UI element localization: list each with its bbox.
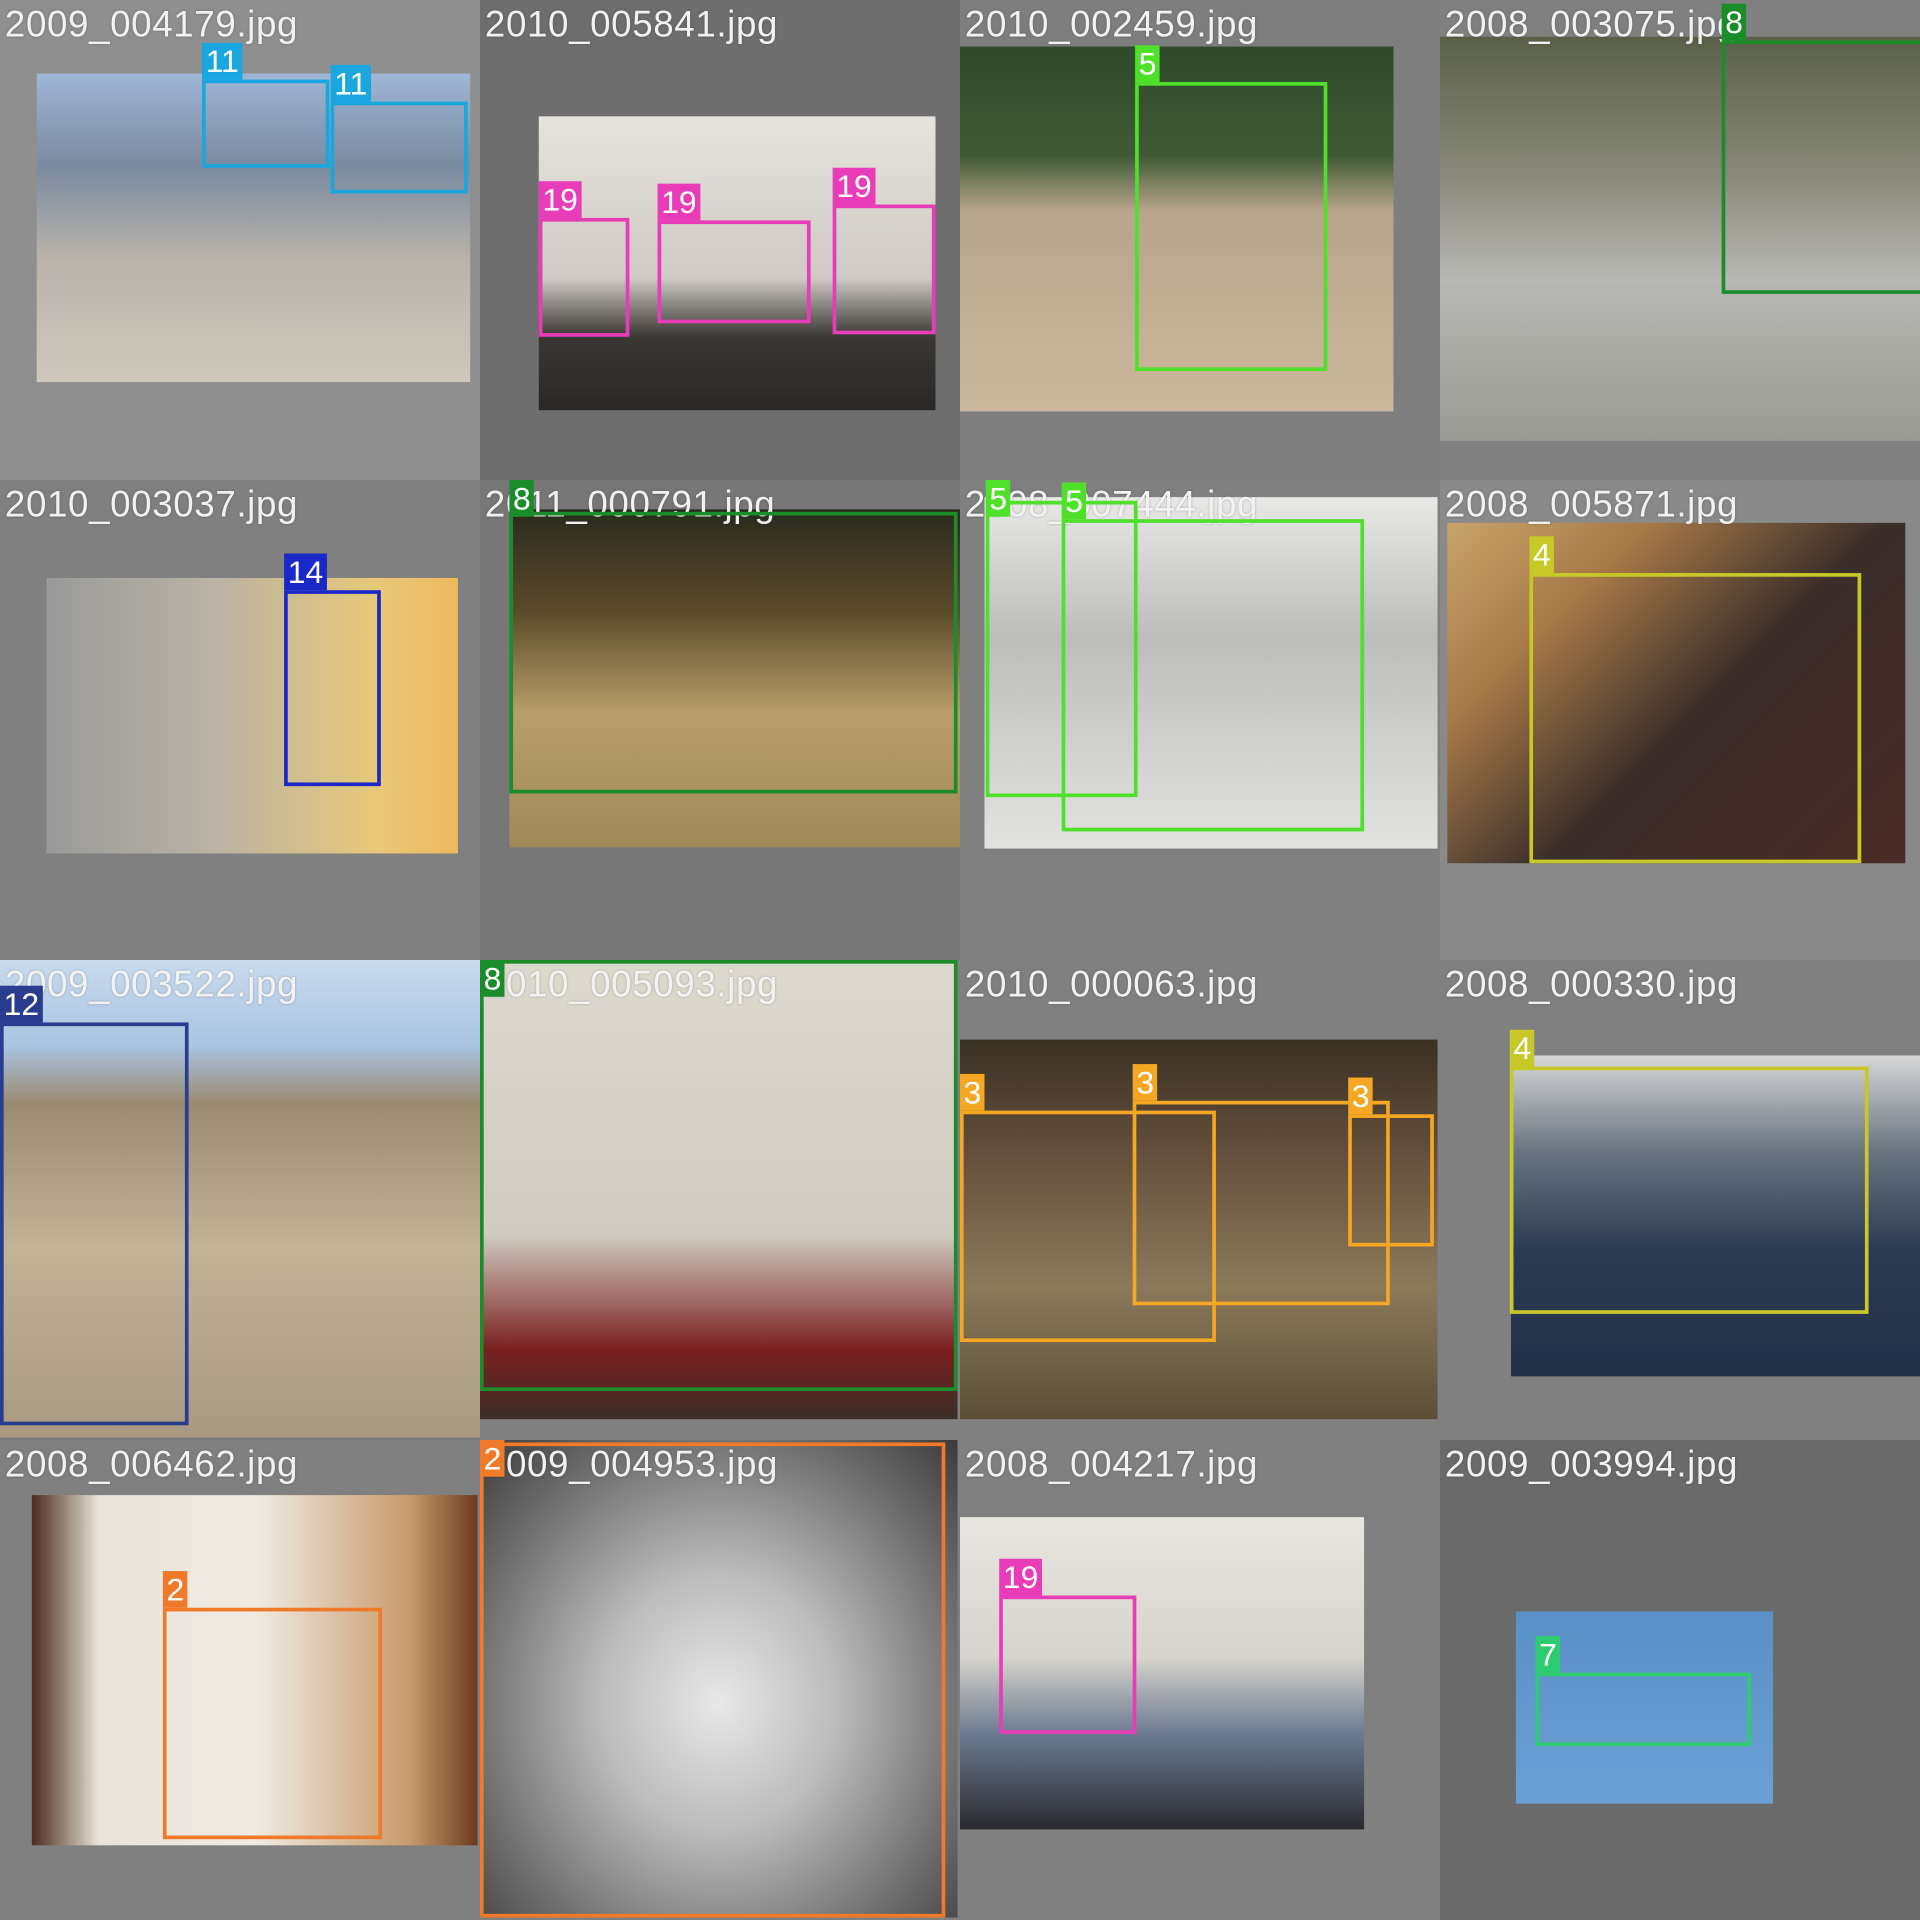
class-label: 3 <box>960 1073 986 1111</box>
tile-filename: 2009_003522.jpg <box>4 964 299 1006</box>
bounding-box <box>1529 573 1862 864</box>
bounding-box <box>1535 1672 1752 1747</box>
class-label: 11 <box>330 64 372 102</box>
tile-filename: 2010_003037.jpg <box>4 484 299 526</box>
tile: 2008_005871.jpg 4 <box>1440 480 1920 960</box>
bounding-box <box>985 500 1138 798</box>
class-label: 7 <box>1535 1635 1561 1673</box>
photo <box>480 1440 958 1918</box>
photo <box>538 116 936 411</box>
class-label: 4 <box>1509 1029 1535 1067</box>
bounding-box <box>0 1022 189 1426</box>
bounding-box <box>1509 1066 1869 1314</box>
tile: 2010_003037.jpg 14 <box>0 480 480 960</box>
bounding-box <box>538 217 630 337</box>
photo <box>1447 522 1906 864</box>
tile-filename: 2008_004217.jpg <box>964 1444 1259 1486</box>
tile-filename: 2008_000330.jpg <box>1444 964 1739 1006</box>
class-label: 3 <box>1132 1064 1158 1101</box>
bounding-box <box>832 204 936 335</box>
class-label: 5 <box>985 480 1011 517</box>
photo <box>46 577 458 854</box>
class-label: 3 <box>1348 1077 1374 1115</box>
tile-filename: 2008_006462.jpg <box>4 1444 299 1486</box>
tile: 2010_000063.jpg 3 3 3 <box>960 960 1440 1440</box>
tile-filename: 2008_003075.jpg <box>1444 4 1739 46</box>
bounding-box <box>480 1442 946 1918</box>
bounding-box <box>1132 1100 1390 1306</box>
class-label: 2 <box>162 1571 188 1608</box>
tile-filename: 2010_005093.jpg <box>484 964 779 1006</box>
tile-filename: 2010_005841.jpg <box>484 4 779 46</box>
tile: 2008_006462.jpg 2 <box>0 1440 480 1920</box>
photo <box>36 73 471 383</box>
bounding-box <box>509 511 958 794</box>
class-label: 19 <box>657 183 701 221</box>
bounding-box <box>284 590 381 787</box>
bounding-box <box>1348 1114 1434 1247</box>
bounding-box <box>657 220 811 324</box>
tile-filename: 2009_004953.jpg <box>484 1444 779 1486</box>
tile-filename: 2010_002459.jpg <box>964 4 1259 46</box>
class-label: 8 <box>509 480 535 517</box>
bounding-box <box>202 79 330 168</box>
photo <box>0 960 480 1438</box>
tile: 2008_000330.jpg 4 <box>1440 960 1920 1440</box>
class-label: 19 <box>999 1558 1042 1596</box>
class-label: 8 <box>480 960 506 997</box>
bounding-box <box>960 1110 1216 1343</box>
bounding-box <box>480 960 958 1392</box>
class-label: 8 <box>1721 3 1747 41</box>
tile: 2010_005841.jpg 19 19 19 <box>480 0 960 480</box>
tile-filename: 2010_000063.jpg <box>964 964 1259 1006</box>
class-label: 5 <box>1135 45 1161 83</box>
bounding-box <box>1061 519 1365 832</box>
class-label: 19 <box>832 167 876 205</box>
photo <box>960 46 1394 412</box>
class-label: 4 <box>1529 536 1555 574</box>
tile-filename: 2008_007444.jpg <box>964 484 1259 526</box>
class-label: 19 <box>538 181 582 218</box>
tile-filename: 2008_005871.jpg <box>1444 484 1739 526</box>
photo <box>31 1495 478 1846</box>
photo <box>480 960 958 1420</box>
class-label: 5 <box>1061 482 1087 520</box>
bounding-box <box>999 1595 1137 1734</box>
tile-filename: 2009_004179.jpg <box>4 4 299 46</box>
tile: 2008_004217.jpg 19 <box>960 1440 1440 1920</box>
bounding-box <box>162 1607 383 1840</box>
bounding-box <box>330 101 468 194</box>
class-label: 12 <box>0 985 43 1023</box>
photo <box>1440 36 1920 441</box>
photo <box>1511 1055 1920 1377</box>
class-label: 11 <box>202 42 243 80</box>
bounding-box <box>1135 82 1328 372</box>
class-label: 14 <box>284 553 327 591</box>
bounding-box <box>1721 40 1920 294</box>
tile: 2009_003994.jpg 7 <box>1440 1440 1920 1920</box>
tile-filename: 2009_003994.jpg <box>1444 1444 1739 1486</box>
class-label: 2 <box>480 1440 506 1477</box>
